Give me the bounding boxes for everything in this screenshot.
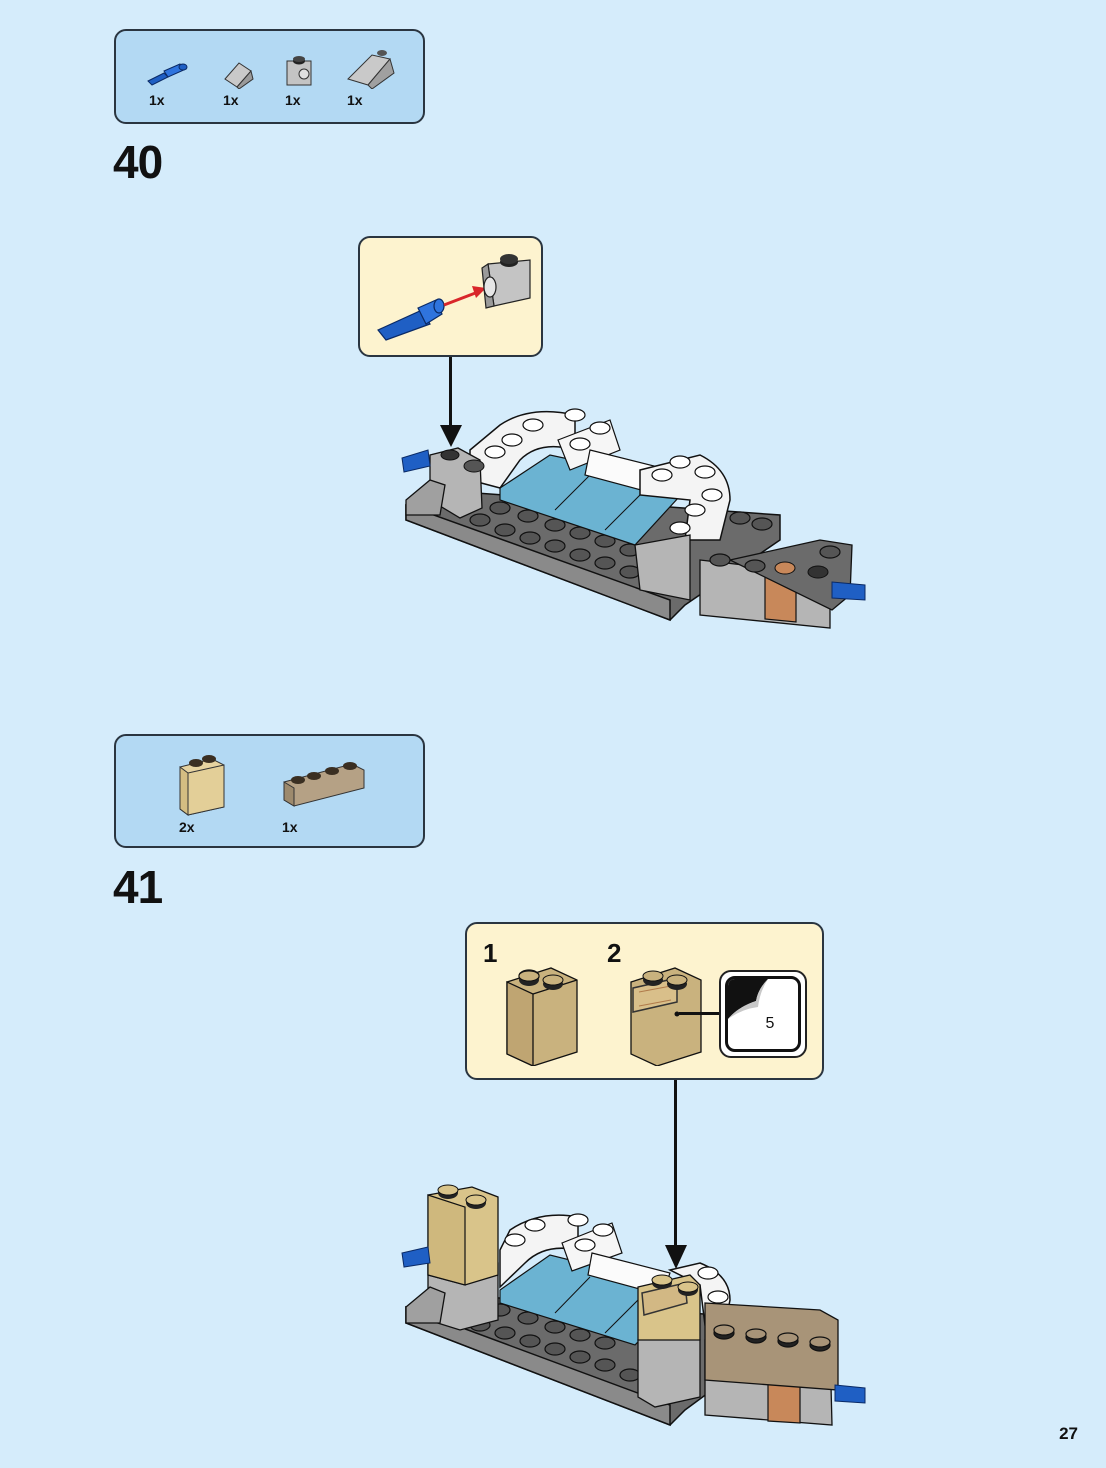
part-qty: 1x [149,92,165,108]
part-gray-slope-1x1 [221,59,257,89]
substep-number-2: 2 [607,938,622,968]
sticker-icon: 5 [725,976,801,1052]
callout-arrow-line [449,357,452,433]
part-qty: 1x [347,92,363,108]
part-qty: 2x [179,819,195,835]
axle-pin-into-technic-brick-icon [377,254,531,341]
tan-brick-substep-1-icon [506,967,578,1066]
model-step-41 [401,1184,866,1427]
sticker-peel-icon [728,979,768,1019]
down-arrow-icon [440,425,462,447]
part-qty: 1x [223,92,239,108]
part-dark-tan-brick-1x4 [282,758,366,808]
callout-arrow-line [674,1080,677,1252]
part-qty: 1x [285,92,301,108]
model-step-40 [401,408,866,629]
part-blue-axle-pin [146,61,190,89]
dark-tan-brick-1x4-icon [283,762,365,807]
gray-technic-brick-icon [286,56,312,86]
down-arrow-icon [665,1245,687,1269]
part-qty: 1x [282,819,298,835]
sticker-connector-line [679,1012,719,1015]
callout-step-40 [358,236,543,357]
blue-axle-pin-icon [147,63,188,86]
gray-slope-1x1-icon [224,62,254,89]
sticker-number: 5 [765,1015,775,1032]
substep-number-1: 1 [483,938,498,968]
tan-brick-with-sticker-icon [630,967,702,1066]
parts-list-step-40: 1x 1x 1x 1x [114,29,425,124]
callout-step-41: 1 2 5 [465,922,824,1080]
step-number-41: 41 [113,861,163,913]
part-gray-technic-brick [284,53,316,89]
tan-brick-1x2x2-icon [179,755,225,816]
part-tan-brick-1x2x2 [176,753,228,817]
step-number-40: 40 [113,136,163,188]
sticker-reference: 5 [719,970,807,1058]
page-number: 27 [1059,1424,1078,1443]
part-gray-slope-2x1 [346,45,398,89]
parts-list-step-41: 2x 1x [114,734,425,848]
gray-slope-2x1-icon [347,50,395,89]
